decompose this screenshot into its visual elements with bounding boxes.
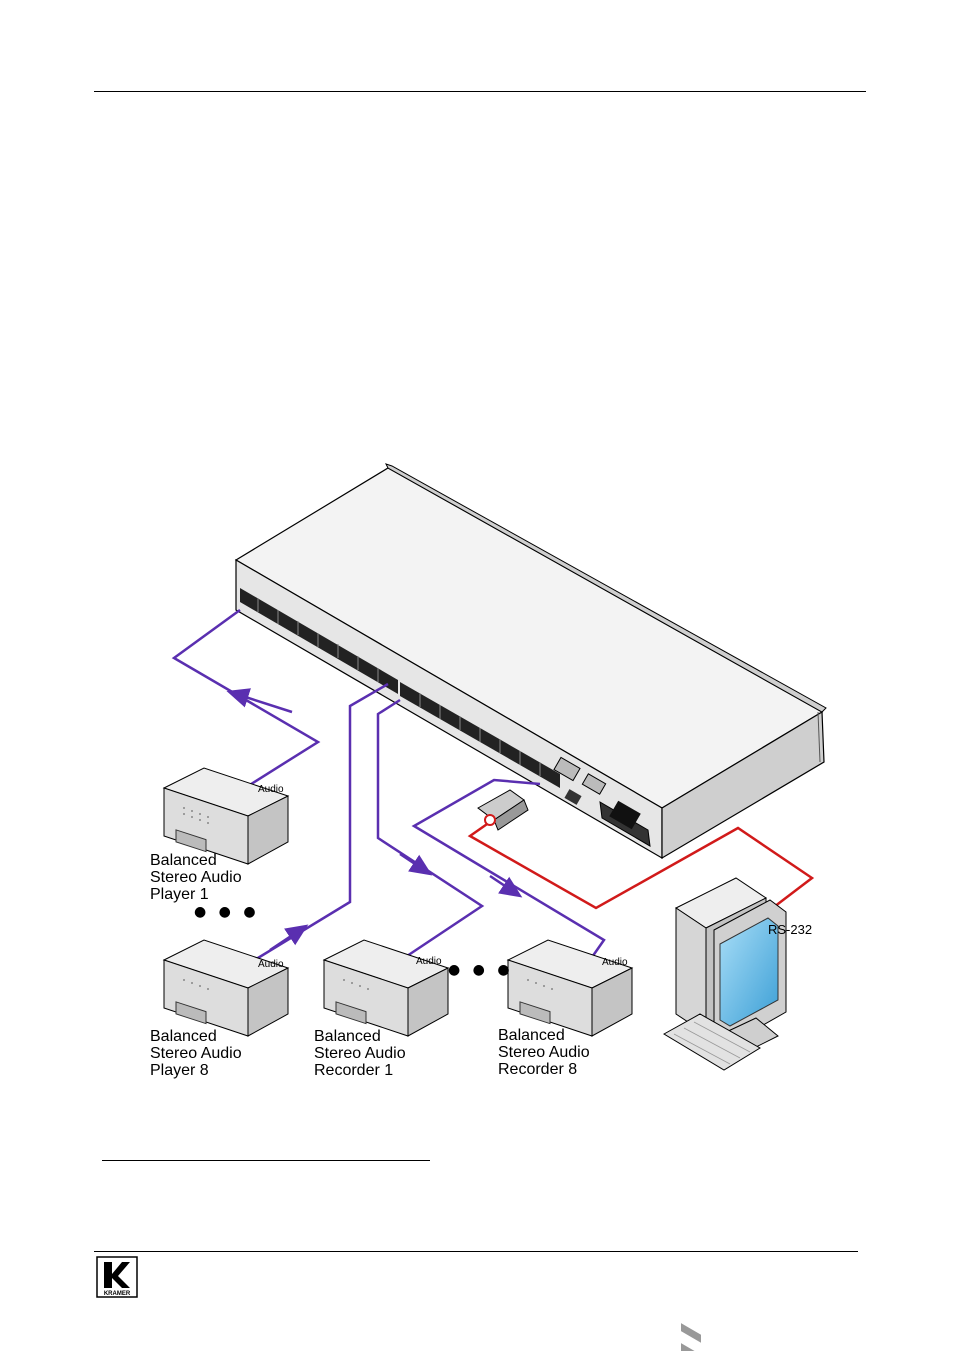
- rs232-label: RS-232: [768, 922, 812, 937]
- kramer-logo: KRAMER: [96, 1256, 138, 1298]
- audio-label-recorder8: Audio: [602, 957, 628, 968]
- audio-label-recorder1: Audio: [416, 956, 442, 967]
- ellipsis-players: ● ● ●: [194, 904, 260, 920]
- ellipsis-recorders: ● ● ●: [448, 962, 514, 978]
- recorder-1-device: [324, 940, 448, 1036]
- player-1-device: [164, 768, 288, 864]
- player-8-device: [164, 940, 288, 1036]
- recorder-8-device: [508, 940, 632, 1036]
- kramer-logo-word: KRAMER: [104, 1291, 131, 1297]
- audio-matrix-switcher: [236, 464, 826, 858]
- pc-computer: [664, 878, 786, 1351]
- audio-label-player8: Audio: [258, 959, 284, 970]
- audio-label-player1: Audio: [258, 784, 284, 795]
